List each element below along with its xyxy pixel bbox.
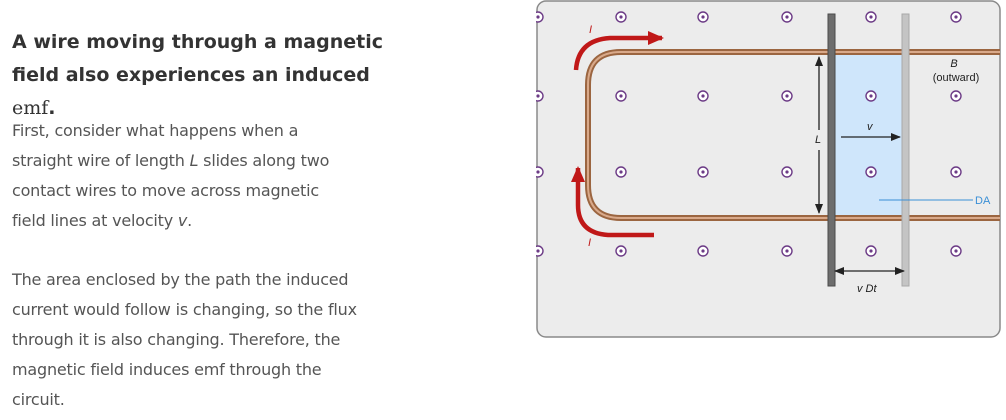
field-dots bbox=[536, 11, 962, 257]
swept-area bbox=[834, 52, 904, 218]
ghost-rod bbox=[901, 13, 910, 287]
label-I-bottom: I bbox=[588, 237, 591, 249]
p1-text-a: First, consider what happens when a stra… bbox=[12, 121, 299, 170]
heading-emf: emf bbox=[12, 97, 49, 119]
label-v: v bbox=[867, 121, 874, 133]
p1-var-v: v bbox=[177, 211, 188, 230]
contact-wire-highlight bbox=[587, 51, 1000, 219]
sliding-wire-diagram: L v v Dt DA B (outward) I I bbox=[536, 0, 1001, 338]
label-B: B bbox=[950, 58, 957, 70]
moving-rod bbox=[827, 13, 836, 287]
label-DA: DA bbox=[975, 195, 991, 207]
label-vdt: v Dt bbox=[857, 283, 878, 295]
paragraph-intro: First, consider what happens when a stra… bbox=[12, 116, 357, 236]
p1-text-b: slides along two contact wires to move a… bbox=[12, 151, 330, 230]
heading: A wire moving through a magnetic field a… bbox=[12, 26, 412, 125]
paragraph-flux: The area enclosed by the path the induce… bbox=[12, 270, 357, 409]
label-outward: (outward) bbox=[933, 72, 979, 84]
heading-text: A wire moving through a magnetic field a… bbox=[12, 31, 383, 86]
p1-var-L: L bbox=[189, 151, 199, 170]
current-arrow-top bbox=[573, 31, 664, 71]
label-I-top: I bbox=[589, 24, 592, 36]
field-dot-centers bbox=[536, 15, 958, 253]
p1-text-c: . bbox=[187, 211, 193, 230]
heading-period: . bbox=[48, 97, 56, 119]
current-arrow-bottom bbox=[571, 166, 654, 238]
label-L: L bbox=[815, 134, 821, 146]
